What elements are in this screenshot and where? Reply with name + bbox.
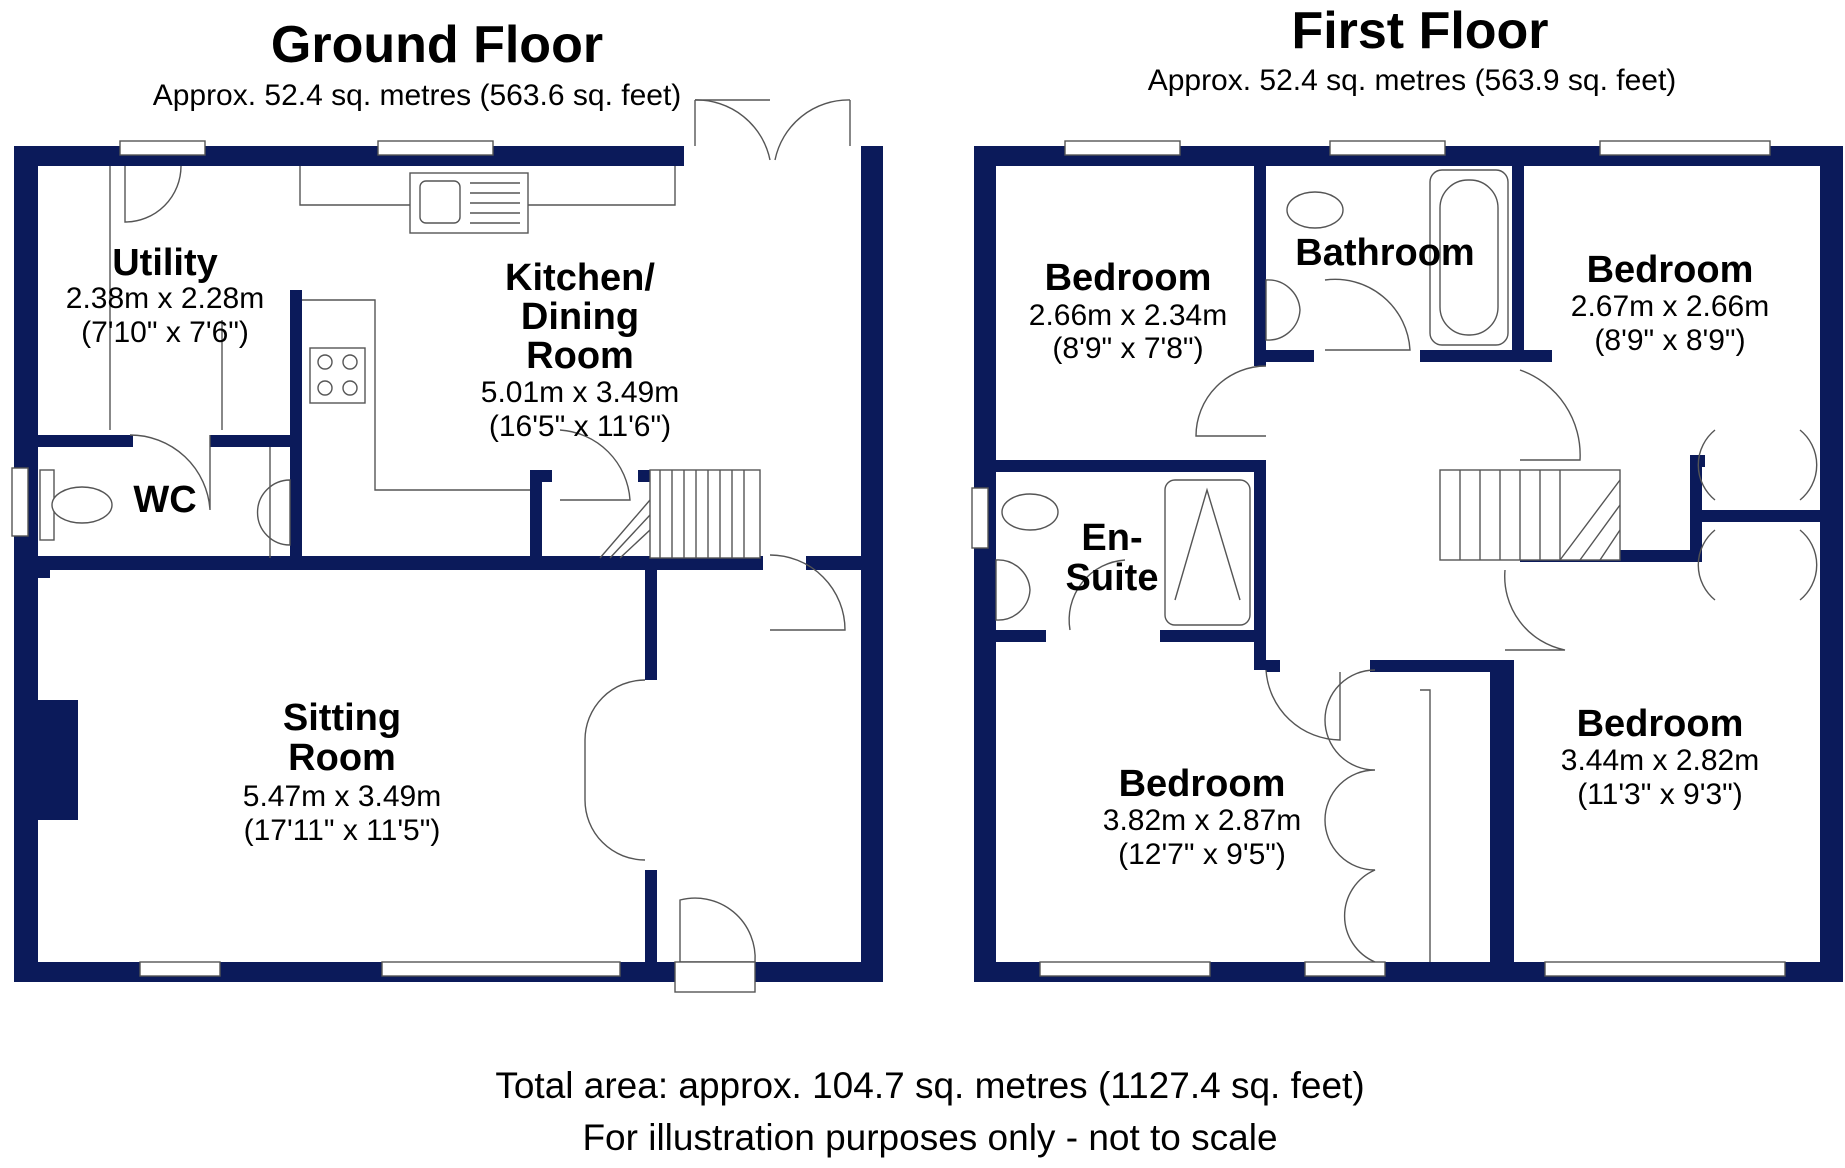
bedroom-ne-name: Bedroom (1587, 249, 1754, 291)
total-area: Total area: approx. 104.7 sq. metres (11… (495, 1065, 1364, 1106)
sitting-name-line2: Room (288, 737, 396, 779)
disclaimer: For illustration purposes only - not to … (582, 1117, 1277, 1158)
first-floor-area: Approx. 52.4 sq. metres (563.9 sq. feet) (1148, 64, 1677, 97)
first-floor-windows (971, 140, 1786, 977)
bedroom-se-metric: 3.44m x 2.82m (1561, 744, 1759, 777)
ensuite-toilet-icon (1001, 493, 1059, 531)
kitchen-name-line1: Kitchen/ (505, 257, 655, 299)
bedroom-ne-imperial: (8'9" x 8'9") (1594, 324, 1745, 357)
sitting-name-line1: Sitting (283, 697, 401, 739)
bedroom-se-name: Bedroom (1577, 703, 1744, 745)
sitting-metric: 5.47m x 3.49m (243, 780, 441, 813)
first-floor-doors (1068, 278, 1818, 963)
bedroom-nw-name: Bedroom (1045, 257, 1212, 299)
kitchen-imperial: (16'5" x 11'6") (489, 410, 671, 443)
kitchen-metric: 5.01m x 3.49m (481, 376, 679, 409)
first-floor-title: First Floor (1291, 2, 1548, 60)
first-floor-labels: Bedroom 2.66m x 2.34m (8'9" x 7'8") Bath… (1029, 232, 1769, 871)
utility-imperial: (7'10" x 7'6") (81, 316, 249, 349)
kitchen-name-line2: Dining (521, 296, 639, 338)
first-stairs (1439, 469, 1621, 561)
bedroom-sw-metric: 3.82m x 2.87m (1103, 804, 1301, 837)
bedroom-sw-name: Bedroom (1119, 763, 1286, 805)
bath-basin-icon (1265, 279, 1301, 341)
sitting-imperial: (17'11" x 11'5") (244, 814, 441, 847)
ensuite-basin-icon (995, 559, 1031, 621)
ground-stairs (599, 469, 761, 559)
bedroom-ne-metric: 2.67m x 2.66m (1571, 290, 1769, 323)
bedroom-se-imperial: (11'3" x 9'3") (1577, 778, 1743, 811)
utility-name: Utility (112, 242, 218, 284)
bedroom-nw-metric: 2.66m x 2.34m (1029, 299, 1227, 332)
shower-tray-icon (1164, 479, 1251, 626)
wc-name: WC (133, 479, 196, 521)
ground-floor-doors (124, 99, 851, 993)
ensuite-name-line2: Suite (1066, 557, 1159, 599)
toilet-icon (51, 486, 113, 524)
ground-floor-title: Ground Floor (271, 16, 603, 74)
ground-floor-labels: Utility 2.38m x 2.28m (7'10" x 7'6") WC … (66, 242, 679, 847)
first-floor-fixtures (995, 169, 1621, 626)
ensuite-name-line1: En- (1081, 517, 1142, 559)
ground-floor-windows (11, 140, 621, 977)
bedroom-nw-imperial: (8'9" x 7'8") (1052, 332, 1203, 365)
basin-icon (256, 479, 291, 546)
hob-icon (309, 347, 366, 404)
bedroom-sw-imperial: (12'7" x 9'5") (1118, 838, 1286, 871)
ground-floor-walls (14, 146, 883, 982)
bathroom-name: Bathroom (1295, 232, 1474, 274)
kitchen-name-line3: Room (526, 335, 634, 377)
bath-toilet-icon (1286, 191, 1344, 229)
ground-floor-fixtures (39, 166, 761, 559)
ground-floor-area: Approx. 52.4 sq. metres (563.6 sq. feet) (153, 79, 682, 112)
utility-metric: 2.38m x 2.28m (66, 282, 264, 315)
